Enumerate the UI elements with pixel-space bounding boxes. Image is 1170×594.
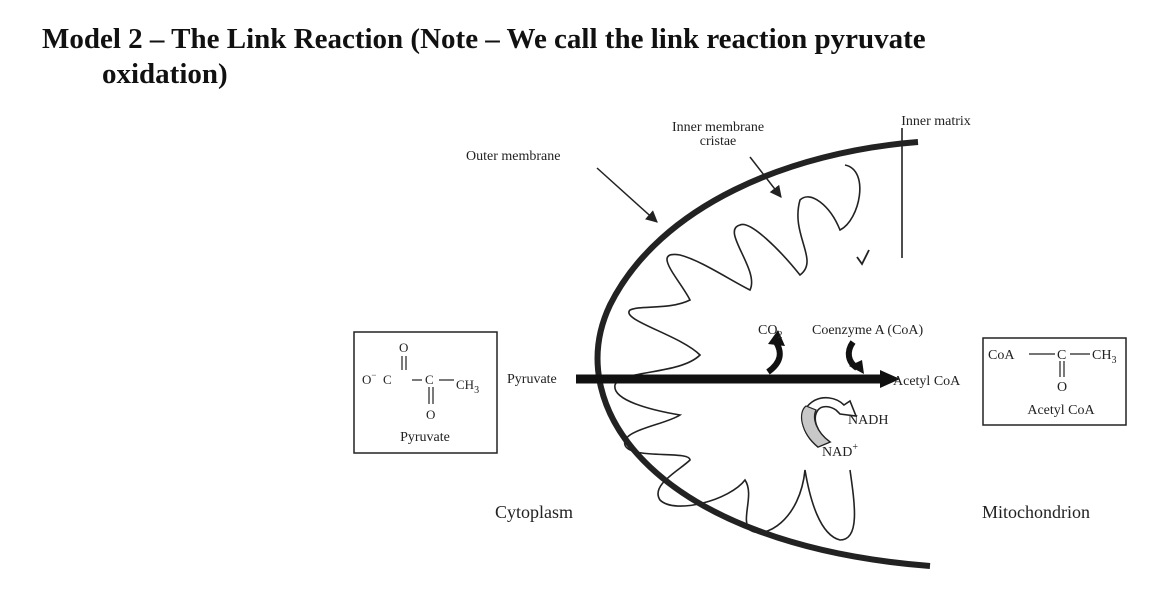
title-line-1: Model 2 – The Link Reaction (Note – We c… [42,23,926,55]
nad-plus-label: NAD+ [822,442,858,460]
pyruvate-o-bottom: O [426,407,435,422]
outer-membrane-label: Outer membrane [466,149,560,164]
acetyl-coa-structure-box [982,337,1127,426]
inner-membrane-pointer [749,156,782,198]
pyruvate-o-minus-base: O [362,372,371,387]
inner-membrane-label-line1: Inner membrane [672,120,764,135]
pyruvate-structure-box [353,331,498,454]
inner-matrix-label: Inner matrix [901,114,971,129]
pyruvate-ch3-sub: 3 [474,385,479,396]
page-title: Model 2 – The Link Reaction (Note – We c… [42,22,1142,92]
matrix-mark [856,249,870,266]
pyruvate-box-caption: Pyruvate [400,430,450,445]
acetyl-coa-arrow-label: Acetyl CoA [893,374,961,389]
nad-label-sup: + [852,442,858,453]
acetyl-ch3-sub: 3 [1111,355,1116,366]
co2-label: CO2 [758,323,782,341]
reaction-arrow-head [880,370,900,388]
acetyl-box-caption: Acetyl CoA [1027,403,1095,418]
title-line-2: oxidation) [102,58,228,90]
pyruvate-ch3-base: CH [456,377,474,392]
nad-label-base: NAD [822,445,852,460]
outer-membrane-pointer [596,167,658,223]
co2-curved-arrow [766,340,783,375]
coenzyme-a-label: Coenzyme A (CoA) [812,323,924,338]
inner-membrane-cristae [614,164,861,541]
coa-arrow-head [849,360,864,374]
pyruvate-ch3: CH3 [456,377,479,396]
pyruvate-c1: C [383,372,392,387]
pyruvate-c2: C [425,372,434,387]
pyruvate-o-top: O [399,340,408,355]
pyruvate-arrow-label: Pyruvate [507,372,557,387]
cytoplasm-label: Cytoplasm [495,502,573,522]
inner-membrane-label-line2: cristae [700,134,737,149]
co2-arrow-head [768,330,785,346]
mitochondrion-label: Mitochondrion [982,502,1090,522]
pyruvate-o-minus: O− [362,370,376,387]
pyruvate-o-minus-sign: − [371,370,376,380]
outer-membrane-arc [594,139,931,569]
acetyl-ch3: CH3 [1092,348,1116,366]
acetyl-o: O [1057,380,1067,395]
co2-label-sub: 2 [777,330,782,341]
acetyl-ch3-base: CH [1092,348,1111,363]
co2-label-base: CO [758,323,777,338]
nadh-label: NADH [848,413,888,428]
acetyl-coa-group: CoA [988,348,1015,363]
nad-arrow-shaded [800,405,832,448]
acetyl-c: C [1057,348,1066,363]
